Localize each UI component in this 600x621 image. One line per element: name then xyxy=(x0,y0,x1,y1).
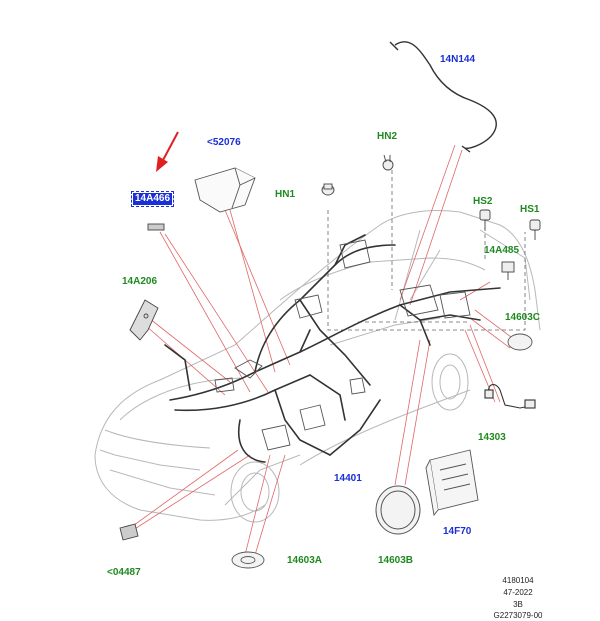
module-52076 xyxy=(194,167,256,213)
callout-04487[interactable]: <04487 xyxy=(107,567,141,578)
vehicle-outline xyxy=(94,210,541,523)
callout-hn1[interactable]: HN1 xyxy=(275,189,296,200)
module-14f70 xyxy=(425,449,479,517)
switch-hs1 xyxy=(529,219,541,240)
harness-detail xyxy=(214,239,471,451)
ref-line-2: 47-2022 xyxy=(503,588,533,597)
grommet-hn1 xyxy=(321,183,335,196)
callout-14603c[interactable]: 14603C xyxy=(505,312,541,323)
ref-line-1: 4180104 xyxy=(502,576,534,585)
callout-hn2[interactable]: HN2 xyxy=(377,131,398,142)
pointer-arrow xyxy=(156,131,179,172)
callout-14n144[interactable]: 14N144 xyxy=(440,54,476,65)
connector-14a485 xyxy=(501,261,515,280)
ref-line-4: G2273079-00 xyxy=(493,611,543,620)
clip-04487 xyxy=(119,523,139,541)
callout-14603a[interactable]: 14603A xyxy=(287,555,323,566)
sensor-14303 xyxy=(484,384,536,409)
callout-14f70[interactable]: 14F70 xyxy=(443,526,472,537)
grommet-14603b xyxy=(375,485,421,535)
leader-lines xyxy=(129,144,516,556)
callout-14a466[interactable]: 14A466 xyxy=(130,191,175,207)
callout-hs1[interactable]: HS1 xyxy=(520,204,540,215)
grommet-14603a xyxy=(231,551,265,569)
antenna-cable xyxy=(389,41,497,153)
connector-14a466 xyxy=(147,223,165,231)
grommet-14603c xyxy=(507,333,533,351)
callout-52076[interactable]: <52076 xyxy=(207,137,241,148)
grommet-hn2 xyxy=(382,154,394,171)
callout-14401[interactable]: 14401 xyxy=(334,473,362,484)
ref-line-3: 3B xyxy=(513,600,523,609)
callout-hs2[interactable]: HS2 xyxy=(473,196,493,207)
callout-14a206[interactable]: 14A206 xyxy=(122,276,158,287)
callout-14303[interactable]: 14303 xyxy=(478,432,506,443)
wiring-harness xyxy=(164,234,501,463)
callout-14a485[interactable]: 14A485 xyxy=(484,245,520,256)
callout-14603b[interactable]: 14603B xyxy=(378,555,414,566)
bracket-14a206 xyxy=(129,299,159,341)
switch-hs2 xyxy=(479,209,491,230)
